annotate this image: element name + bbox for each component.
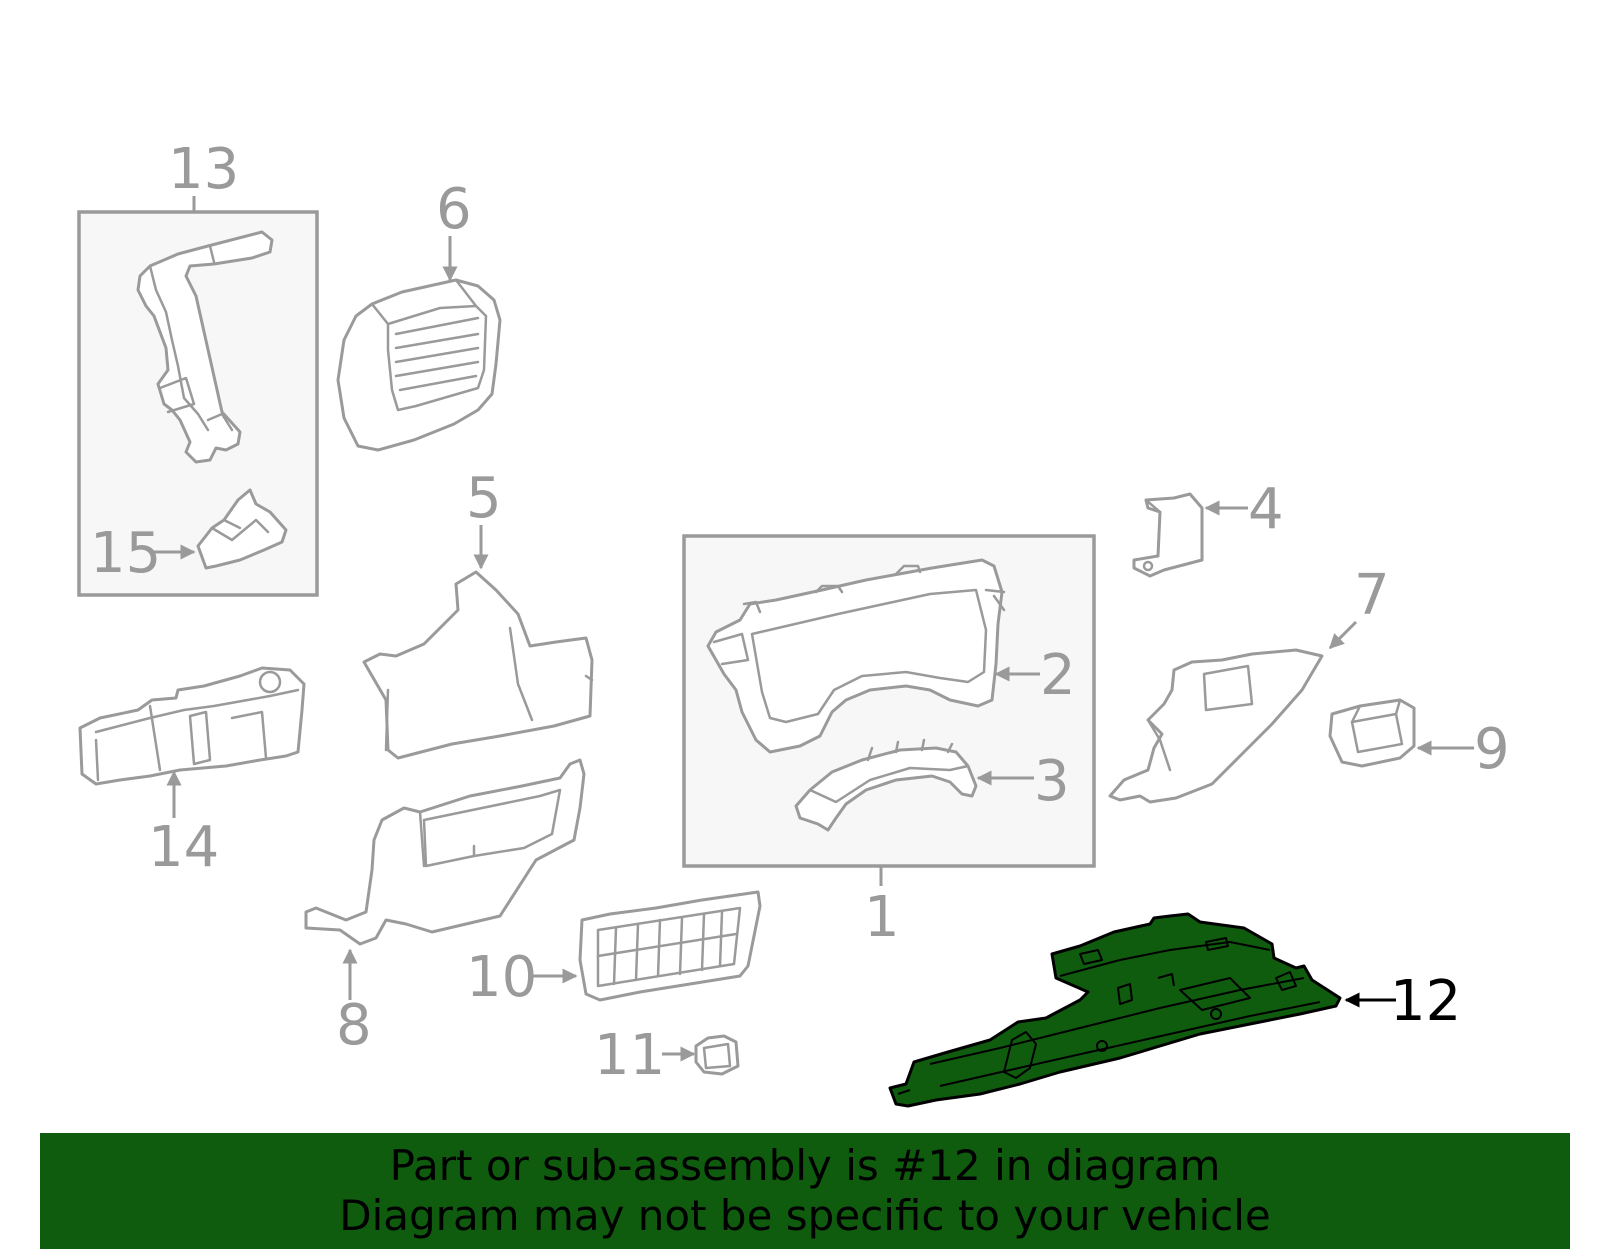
callout-3: 3	[1034, 749, 1070, 814]
info-banner: Part or sub-assembly is #12 in diagram D…	[40, 1133, 1570, 1249]
banner-line-2: Diagram may not be specific to your vehi…	[339, 1191, 1271, 1240]
part-6-vent	[336, 278, 502, 452]
callout-15: 15	[90, 521, 161, 586]
callout-6: 6	[436, 177, 472, 242]
callout-14: 14	[148, 815, 219, 880]
callout-10: 10	[466, 945, 537, 1010]
part-11-clip	[694, 1034, 740, 1076]
part-4-bracket	[1132, 492, 1204, 578]
banner-text: Part or sub-assembly is #12 in diagram D…	[40, 1133, 1570, 1249]
banner-line-1: Part or sub-assembly is #12 in diagram	[389, 1141, 1221, 1190]
part-3-bezel	[794, 738, 978, 832]
callout-2: 2	[1040, 643, 1076, 708]
callout-8: 8	[336, 993, 372, 1058]
callout-4: 4	[1248, 477, 1284, 542]
part-14	[78, 666, 306, 786]
callout-12: 12	[1390, 969, 1461, 1034]
callout-11: 11	[594, 1023, 665, 1088]
part-5-panel	[362, 570, 594, 760]
part-15	[196, 488, 288, 570]
part-8-panel	[304, 758, 586, 946]
part-13-bracket	[136, 230, 274, 464]
callout-13: 13	[168, 137, 239, 202]
callout-5: 5	[466, 466, 502, 531]
callout-9: 9	[1474, 717, 1510, 782]
callout-7: 7	[1354, 563, 1390, 628]
banner-background	[40, 1133, 1570, 1249]
part-10-grille	[578, 890, 762, 1002]
part-2-cluster	[706, 558, 1006, 754]
part-7-panel	[1108, 648, 1324, 804]
part-9	[1328, 698, 1416, 768]
callout-1: 1	[864, 885, 900, 950]
part-12-highlighted	[888, 912, 1342, 1108]
